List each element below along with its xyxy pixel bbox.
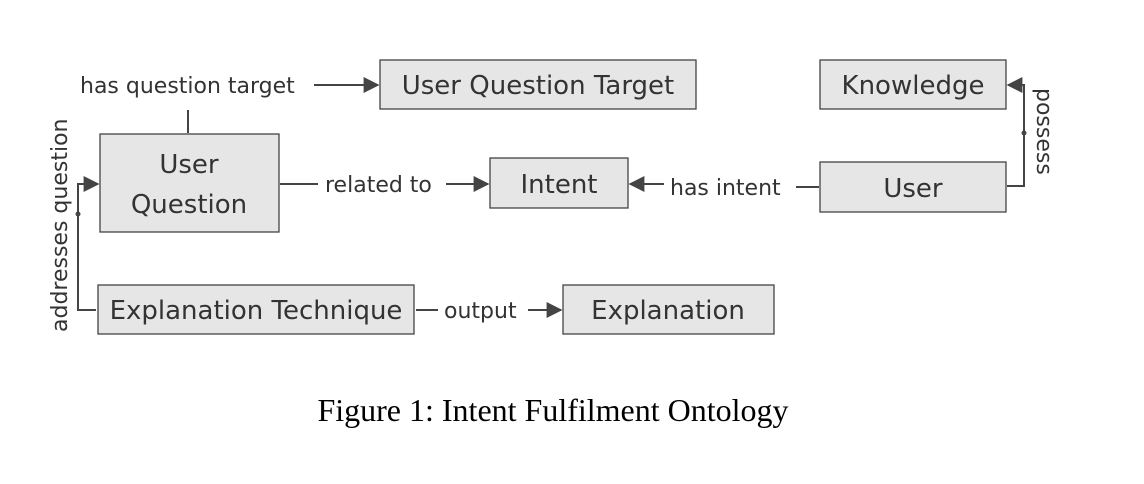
- node-user-question-label-line1: User: [159, 150, 219, 180]
- node-explanation-technique-label: Explanation Technique: [110, 296, 403, 326]
- node-user-question-target-label: User Question Target: [402, 71, 675, 101]
- figure-caption: Figure 1: Intent Fulfilment Ontology: [317, 392, 788, 428]
- node-knowledge-box: [819, 59, 1007, 110]
- node-intent-box: [489, 157, 629, 209]
- node-explanation-box: [562, 284, 775, 335]
- edge-label-has-question-target: has question target: [80, 74, 295, 99]
- edge-addresses-question-dot: [75, 211, 81, 217]
- edge-label-output: output: [444, 299, 517, 324]
- node-knowledge-label: Knowledge: [842, 71, 985, 101]
- node-intent-label: Intent: [520, 170, 597, 200]
- edge-label-possess: possess: [1031, 88, 1056, 175]
- edge-possess-dot: [1021, 130, 1027, 136]
- node-user-question-box: [99, 133, 280, 233]
- edge-label-addresses-question: addresses question: [48, 119, 73, 332]
- node-user-question-label-line2: Question: [131, 190, 247, 220]
- edge-possess-path: [1006, 77, 1025, 187]
- edge-addresses-question-path: [77, 176, 100, 311]
- node-user-question-target-box: [379, 59, 697, 110]
- node-user-label: User: [883, 174, 943, 204]
- edge-label-related-to: related to: [325, 173, 432, 198]
- node-explanation-label: Explanation: [591, 296, 745, 326]
- edge-label-has-intent: has intent: [670, 176, 781, 201]
- node-explanation-technique-box: [97, 284, 415, 335]
- node-user-box: [819, 161, 1007, 213]
